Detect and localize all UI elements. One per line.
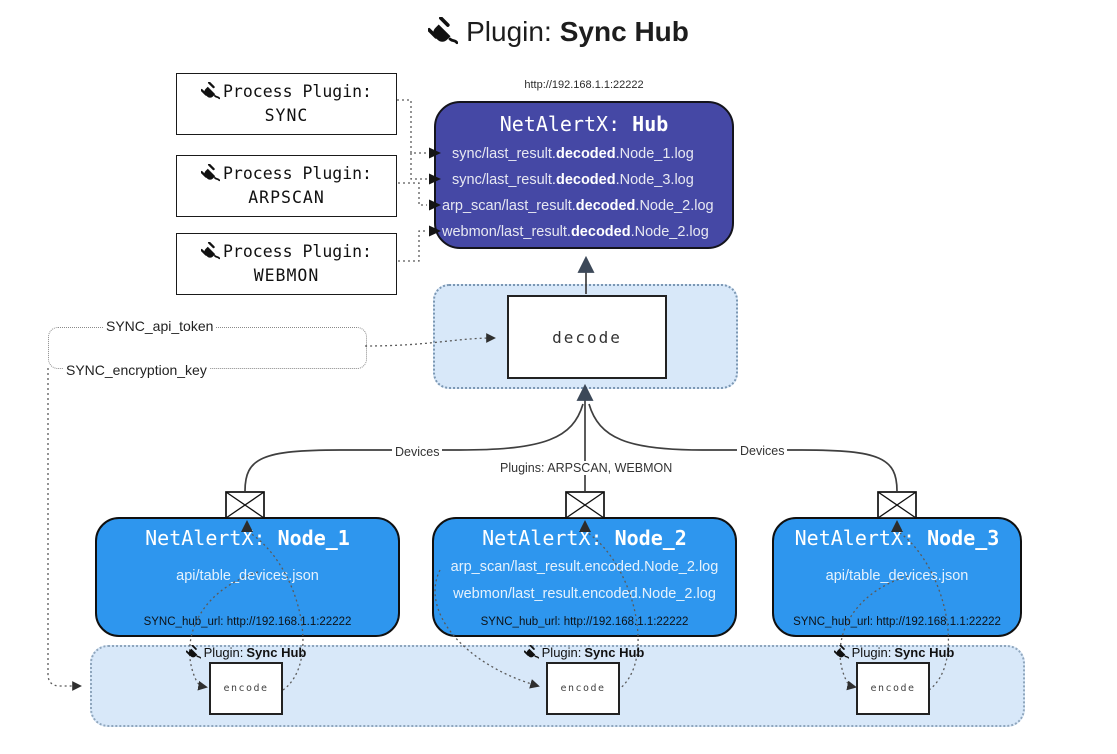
encoder-label-prefix: Plugin: [851,645,892,660]
process-plugin-label: Process Plugin: [222,242,372,261]
node-title-name: Node_3 [927,526,1000,550]
hub-log-line: sync/last_result.decoded.Node_1.log [436,141,732,167]
node-file-line: arp_scan/last_result.encoded.Node_2.log [450,559,719,575]
encoder-label-name: Sync Hub [894,645,955,660]
node-hub-url: SYNC_hub_url: http://192.168.1.1:22222 [480,616,689,628]
process-plugin-label: Process Plugin: [222,164,372,183]
log-bold: decoded [575,198,636,214]
plug-icon [200,82,220,100]
encoder-plugin-label: Plugin: Sync Hub [809,645,979,660]
edge-sync-to-log2 [410,153,427,180]
hub-log-line: arp_scan/last_result.decoded.Node_2.log [436,193,732,219]
hub-log-list: sync/last_result.decoded.Node_1.log sync… [436,141,732,245]
node-box-node3: NetAlertX: Node_3 api/table_devices.json… [772,517,1022,637]
node-hub-url: SYNC_hub_url: http://192.168.1.1:22222 [143,616,352,628]
devices-edge-label-left: Devices [392,445,443,459]
hub-title-prefix: NetAlertX: [499,112,633,136]
node-file-list: api/table_devices.json [774,563,1020,590]
log-pre: webmon/last_result. [442,224,571,240]
hub-log-line: webmon/last_result.decoded.Node_2.log [436,219,732,245]
node-file-line: api/table_devices.json [825,568,969,584]
edge-config-to-encoders [47,368,82,691]
process-plugin-name: SYNC [264,106,309,125]
process-plugin-box-webmon: Process Plugin: WEBMON [176,233,397,295]
process-plugin-name: ARPSCAN [248,188,325,207]
devices-edge-label-right: Devices [737,444,788,458]
encoder-label-prefix: Plugin: [203,645,244,660]
plug-icon [200,164,220,182]
plug-icon [523,645,539,659]
log-post: .Node_1.log [615,146,694,162]
log-bold: decoded [555,146,616,162]
process-plugin-box-sync: Process Plugin: SYNC [176,73,397,135]
log-post: .Node_2.log [630,224,709,240]
encode-box: encode [856,662,930,715]
hub-log-line: sync/last_result.decoded.Node_3.log [436,167,732,193]
node-title-name: Node_2 [614,526,687,550]
node-file-list: api/table_devices.json [97,563,398,590]
envelope-icon [565,491,605,519]
plugins-edge-label: Plugins: ARPSCAN, WEBMON [497,461,676,475]
node-title-prefix: NetAlertX: [482,526,615,550]
edge-sync-to-log1 [397,99,427,154]
plug-icon [428,17,459,45]
hub-url-label: http://192.168.1.1:22222 [524,79,644,91]
envelope-icon [877,491,917,519]
hub-title: NetAlertX: Hub [436,112,732,136]
log-post: .Node_3.log [615,172,694,188]
log-bold: decoded [555,172,616,188]
node-title: NetAlertX: Node_2 [434,526,735,550]
sync-encryption-key-label: SYNC_encryption_key [63,362,210,378]
process-plugin-label: Process Plugin: [222,82,372,101]
node-title-prefix: NetAlertX: [794,526,928,550]
node-title-prefix: NetAlertX: [145,526,278,550]
envelope-icon [225,491,265,519]
encode-box: encode [209,662,283,715]
log-pre: arp_scan/last_result. [442,198,576,214]
process-plugin-box-arpscan: Process Plugin: ARPSCAN [176,155,397,217]
log-pre: sync/last_result. [452,172,556,188]
log-post: .Node_2.log [635,198,714,214]
hub-title-name: Hub [632,112,669,136]
node-box-node2: NetAlertX: Node_2 arp_scan/last_result.e… [432,517,737,637]
encoder-plugin-label: Plugin: Sync Hub [499,645,669,660]
plug-icon [185,645,201,659]
page-title: Plugin: Sync Hub [0,16,1117,48]
node-file-line: webmon/last_result.encoded.Node_2.log [453,586,716,602]
sync-api-token-label: SYNC_api_token [103,318,217,334]
log-pre: sync/last_result. [452,146,556,162]
node-box-node1: NetAlertX: Node_1 api/table_devices.json… [95,517,400,637]
edge-webmon-to-log4 [398,230,427,262]
plug-icon [200,242,220,260]
node-file-line: api/table_devices.json [176,568,319,584]
node-title-name: Node_1 [277,526,350,550]
config-keys-box: SYNC_api_token SYNC_encryption_key [48,318,367,378]
plug-icon [833,645,849,659]
node-title: NetAlertX: Node_1 [97,526,398,550]
page-title-label: Plugin: [466,16,552,47]
encoder-label-name: Sync Hub [584,645,645,660]
node-file-list: arp_scan/last_result.encoded.Node_2.log … [434,554,735,608]
encoder-label-prefix: Plugin: [541,645,582,660]
log-bold: decoded [570,224,631,240]
node-title: NetAlertX: Node_3 [774,526,1020,550]
edge-arpscan-to-log3 [398,182,427,206]
encoder-label-name: Sync Hub [246,645,307,660]
decode-box: decode [507,295,667,379]
hub-box: NetAlertX: Hub sync/last_result.decoded.… [434,101,734,249]
encode-box: encode [546,662,620,715]
encoder-plugin-label: Plugin: Sync Hub [161,645,331,660]
page-title-name: Sync Hub [559,16,689,47]
process-plugin-name: WEBMON [253,266,320,285]
node-hub-url: SYNC_hub_url: http://192.168.1.1:22222 [793,616,1001,628]
